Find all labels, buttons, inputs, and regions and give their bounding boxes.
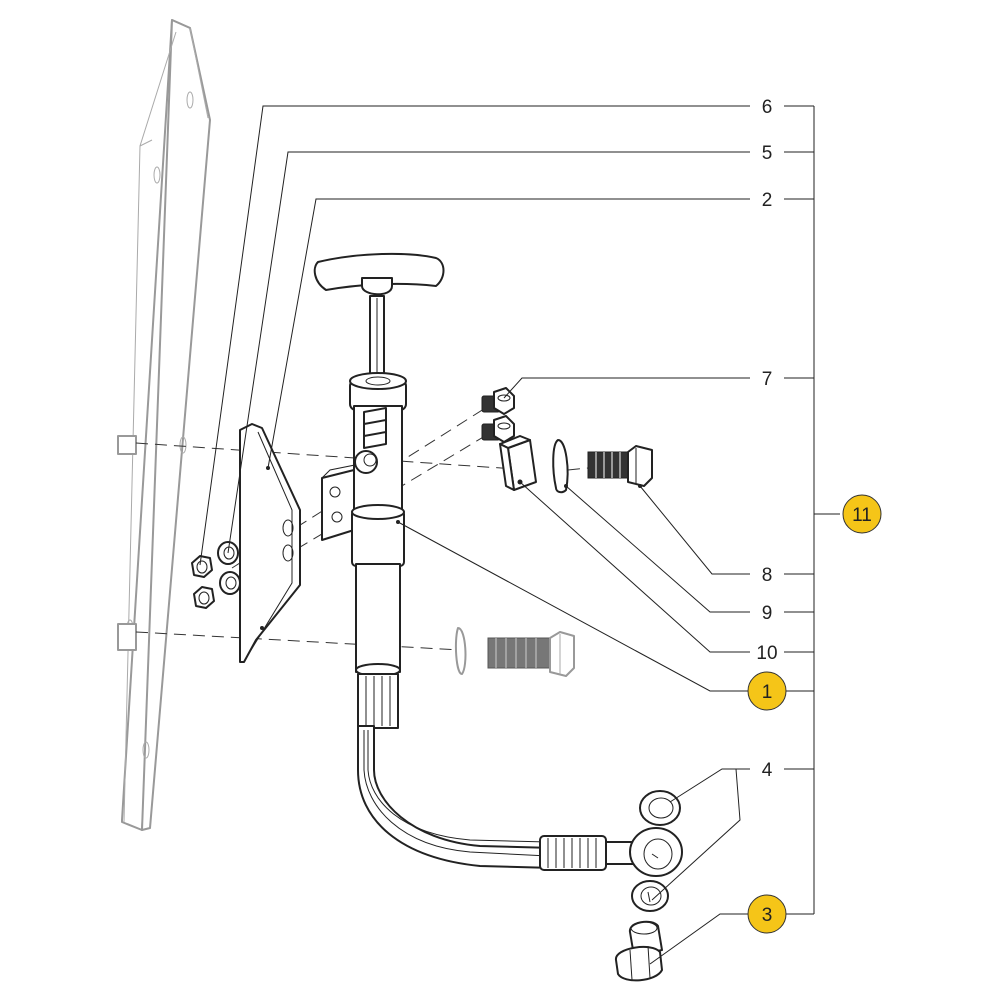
callout-10: 10 [756, 643, 777, 664]
callout-5: 5 [762, 143, 773, 164]
lower-bolt-ghost [454, 627, 575, 677]
callout-3: 3 [747, 894, 787, 934]
callout-3-badge [747, 894, 787, 934]
callout-3-label: 3 [762, 905, 773, 926]
callout-2: 2 [762, 190, 773, 211]
callout-11-badge [842, 494, 882, 534]
callout-9-label: 9 [762, 603, 773, 624]
callout-5-label: 5 [762, 143, 773, 164]
nuts-and-washers [191, 541, 241, 609]
callout-7-label: 7 [762, 369, 773, 390]
small-bolt-upper [481, 387, 515, 415]
hex-nut-upper [191, 555, 213, 578]
callout-6: 6 [762, 97, 773, 118]
sealing-washer-upper [639, 790, 681, 826]
hex-bolt [587, 445, 653, 488]
callout-11-label: 11 [852, 505, 872, 526]
callout-8: 8 [762, 565, 773, 586]
hex-nut-lower [193, 586, 215, 609]
sealing-washers [631, 790, 681, 912]
callout-1: 1 [747, 671, 787, 711]
callout-4-label: 4 [762, 760, 773, 781]
callout-1-badge [747, 671, 787, 711]
callout-4: 4 [762, 760, 773, 781]
callout-10-label: 10 [756, 643, 777, 664]
callout-2-label: 2 [762, 190, 773, 211]
pump-assembly [313, 252, 683, 877]
callout-11: 11 [842, 494, 882, 534]
callout-6-label: 6 [762, 97, 773, 118]
leader-lines [199, 105, 840, 965]
callout-7: 7 [762, 369, 773, 390]
spacer-block [499, 435, 537, 491]
washer-lower [219, 571, 241, 595]
banjo-bolt [615, 920, 663, 982]
washer [552, 439, 569, 494]
callout-8-label: 8 [762, 565, 773, 586]
callout-1-label: 1 [762, 682, 773, 703]
callout-9: 9 [762, 603, 773, 624]
mounting-bracket [239, 423, 301, 663]
small-bolts [481, 387, 515, 443]
sealing-washer-lower [631, 880, 669, 912]
mounting-plate-ghost [117, 19, 211, 831]
small-bolt-lower [481, 415, 515, 443]
